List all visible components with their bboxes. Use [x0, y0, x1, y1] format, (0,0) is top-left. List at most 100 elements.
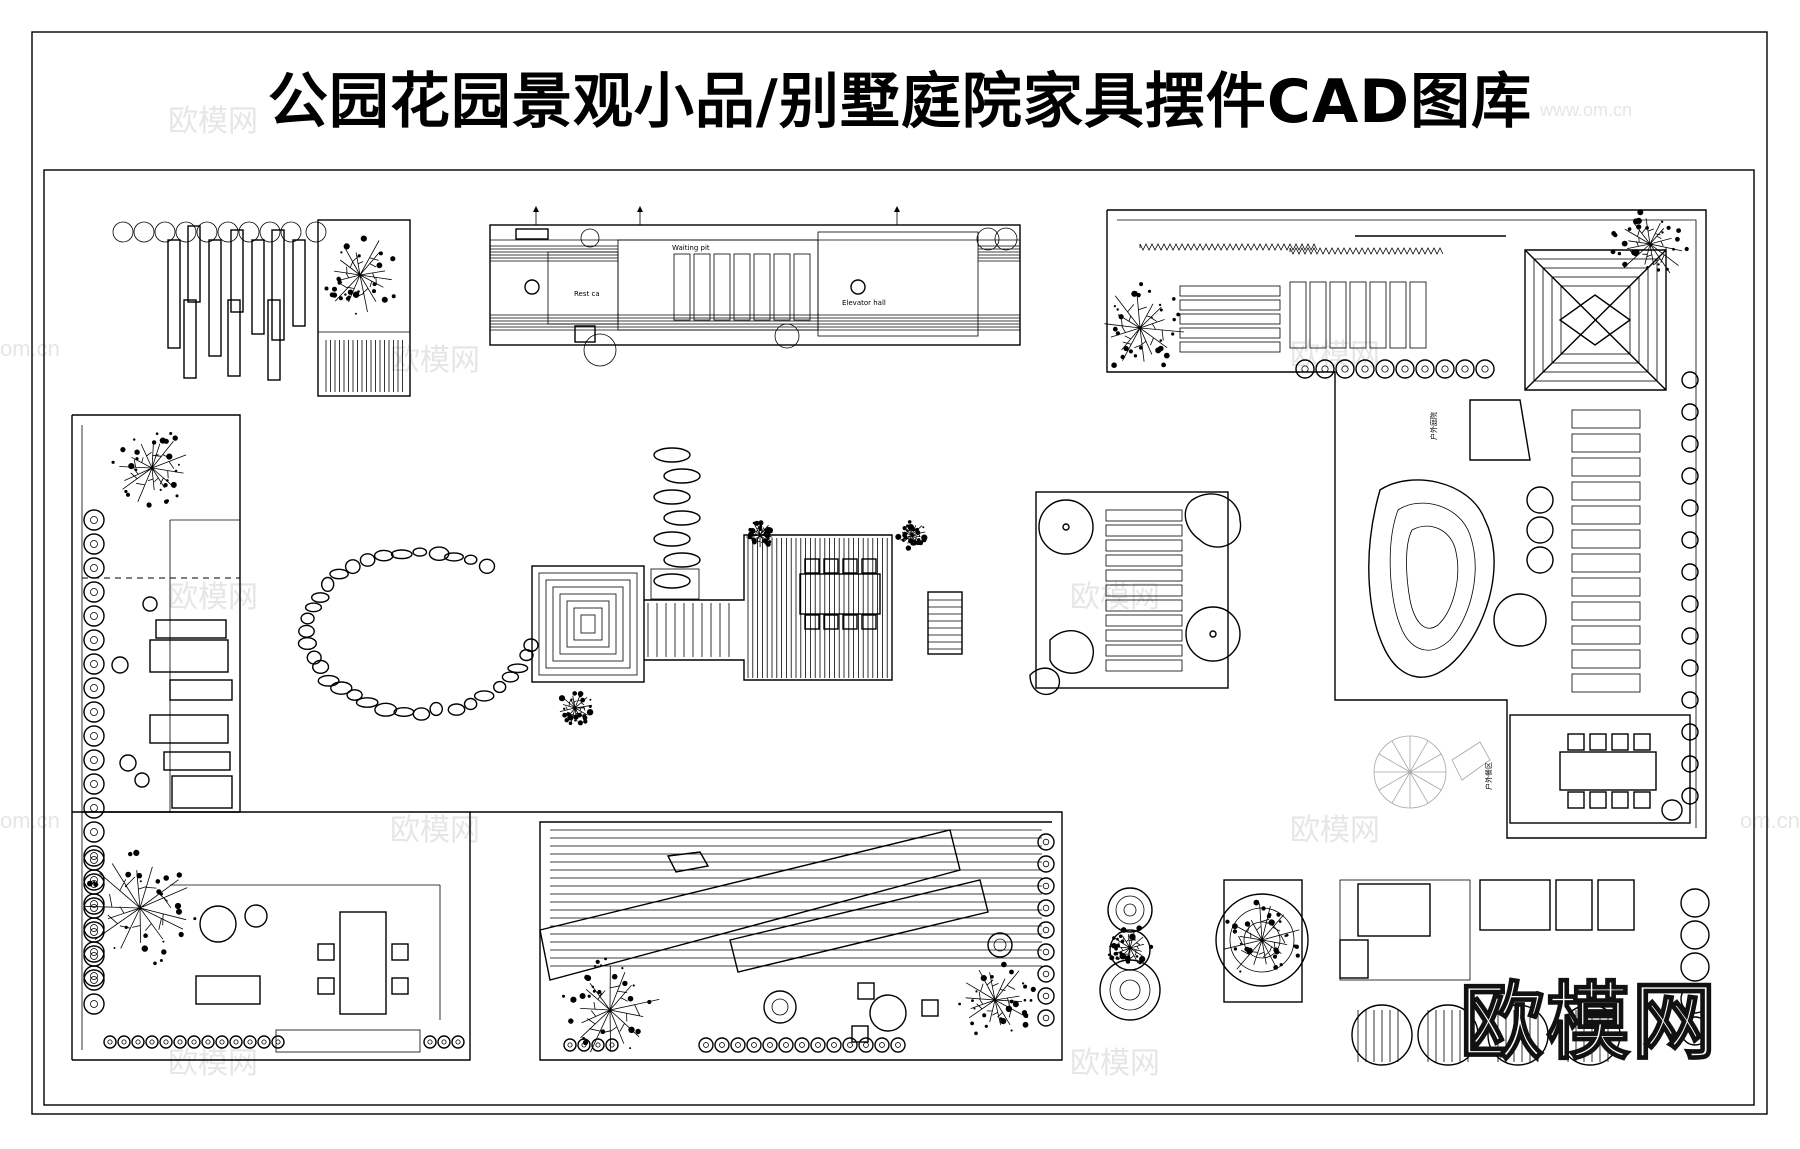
log-edging: [563, 1038, 577, 1052]
chair: [1589, 791, 1607, 809]
log-edging: [810, 1037, 826, 1053]
terrace-plan: 户外庭院 户外餐区: [1104, 209, 1707, 839]
log-edging: [698, 1037, 714, 1053]
planter-box: [1555, 879, 1593, 931]
paving-slab: [1105, 599, 1183, 612]
stepping-stone: [306, 650, 322, 665]
inner-frame: [43, 169, 1755, 1106]
pillar-top: [133, 221, 155, 243]
deck-slat: [1369, 281, 1387, 349]
corridor-mid-label: Waiting pit: [672, 244, 710, 252]
lounge-chair: [1469, 399, 1531, 461]
rock: [1184, 493, 1242, 548]
log-edging: [746, 1037, 762, 1053]
paving-slab: [1105, 569, 1183, 582]
stepping-stone: [429, 701, 444, 717]
bench-slat: [773, 253, 791, 321]
chair: [1567, 733, 1585, 751]
chair: [804, 558, 820, 574]
chair: [391, 977, 409, 995]
dining-table: [1559, 751, 1657, 791]
stepping-stone: [444, 552, 465, 562]
log-edging: [1037, 987, 1055, 1005]
paving-slab: [1105, 584, 1183, 597]
log-edging: [1037, 855, 1055, 873]
chair: [921, 999, 939, 1017]
chair: [861, 558, 877, 574]
pergola-beam: [729, 879, 989, 973]
stepping-stone: [463, 697, 478, 711]
chair: [1611, 791, 1629, 809]
log-edging: [1475, 359, 1495, 379]
log-edging: [1037, 965, 1055, 983]
paving-slab: [1105, 644, 1183, 657]
umbrella: [1493, 593, 1547, 647]
drum-stool: [1487, 1004, 1549, 1066]
deck-slat: [1179, 285, 1281, 297]
watermark-site: www.om.cn: [1540, 100, 1633, 120]
shrub: [1681, 723, 1699, 741]
dining-table: [799, 573, 881, 615]
log-edging: [842, 1037, 858, 1053]
stacked-stool: [1680, 920, 1710, 950]
log-edging: [83, 581, 105, 603]
deck-slat: [1571, 481, 1641, 501]
tree-symbol: [1223, 899, 1300, 973]
pillar: [292, 239, 306, 327]
stepping-stone: [373, 549, 394, 562]
log-edging: [1435, 359, 1455, 379]
deck-slat: [1571, 529, 1641, 549]
log-edging: [83, 897, 105, 919]
shrub: [1681, 755, 1699, 773]
pillar: [251, 239, 265, 335]
stepping-stone: [653, 531, 691, 547]
log-edging: [83, 605, 105, 627]
planter-box: [1357, 883, 1431, 937]
pillar: [227, 299, 241, 377]
shrub: [1681, 659, 1699, 677]
paving-slab: [155, 619, 227, 639]
courtyard-label: 户外庭院: [1429, 412, 1438, 440]
log-edging: [1415, 359, 1435, 379]
round-planter: [1215, 893, 1309, 987]
log-edging: [83, 821, 105, 843]
log-edging: [451, 1035, 465, 1049]
ring-planter: [1107, 887, 1153, 933]
stepping-stone: [390, 549, 413, 560]
pavilion-roof: [1524, 249, 1667, 391]
paving-slab: [169, 679, 233, 701]
log-edging: [83, 921, 105, 943]
stepping-stone: [359, 553, 376, 567]
log-edging: [1037, 1009, 1055, 1027]
dining-label: 户外餐区: [1484, 762, 1493, 790]
log-edging: [187, 1035, 201, 1049]
log-edging: [1455, 359, 1475, 379]
deck-slat: [1179, 299, 1281, 311]
stepping-stone: [653, 489, 691, 505]
chair: [842, 614, 858, 630]
deck-slat: [1389, 281, 1407, 349]
deck-slat: [1289, 281, 1307, 349]
log-edging: [83, 873, 105, 895]
log-edging: [83, 849, 105, 871]
chair: [317, 943, 335, 961]
tree-symbol: [562, 957, 660, 1053]
watermark-brand: 欧模网: [1290, 814, 1380, 847]
log-edging: [437, 1035, 451, 1049]
log-edging: [778, 1037, 794, 1053]
stepping-stone: [493, 680, 507, 694]
log-edging: [103, 1035, 117, 1049]
tree-symbol: [111, 432, 187, 508]
ring-planter: [1099, 959, 1161, 1021]
log-edging: [826, 1037, 842, 1053]
deck-slat: [1571, 577, 1641, 597]
log-edging: [83, 533, 105, 555]
pillar: [208, 239, 222, 357]
watermark-brand: 欧模网: [168, 1047, 258, 1080]
rock: [1049, 630, 1095, 674]
stepping-stone: [663, 468, 701, 484]
log-edging: [714, 1037, 730, 1053]
deck-slat: [1571, 673, 1641, 693]
stepping-stone: [330, 681, 353, 695]
chair: [857, 982, 875, 1000]
